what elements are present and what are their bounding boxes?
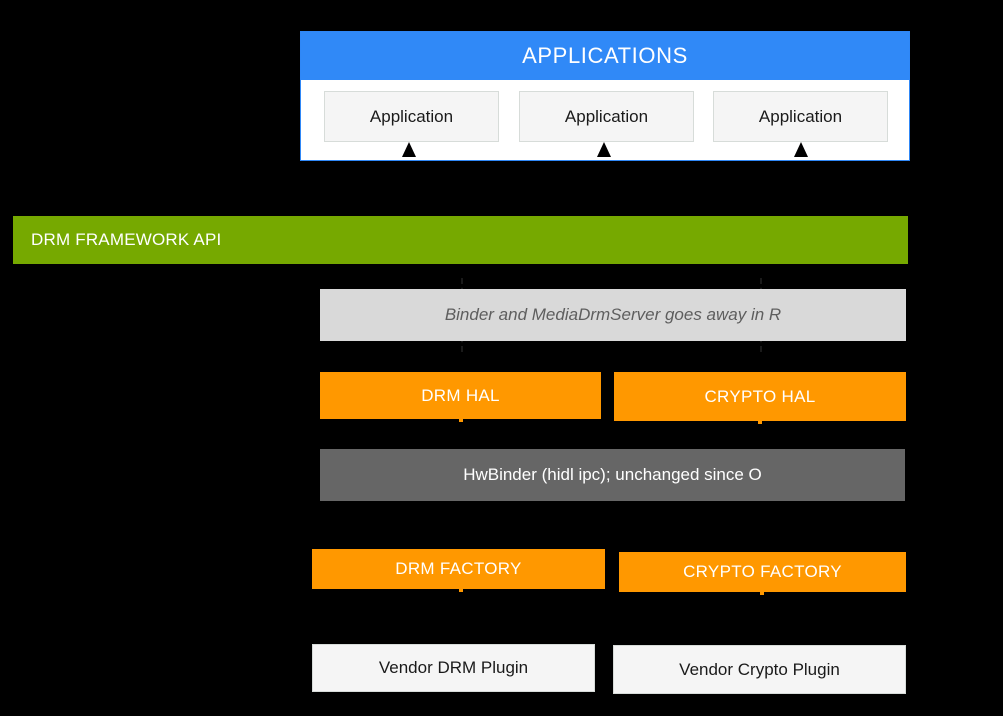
drm-factory-box[interactable]: DRM FACTORY [312, 549, 605, 589]
crypto-factory-label: CRYPTO FACTORY [683, 562, 842, 581]
crypto-hal-box[interactable]: CRYPTO HAL [614, 372, 906, 421]
arrow-up-icon-3 [794, 142, 808, 157]
application-box-2[interactable]: Application [519, 91, 694, 142]
applications-header: APPLICATIONS [301, 32, 909, 80]
applications-header-label: APPLICATIONS [522, 43, 688, 68]
connector-tick-2 [758, 421, 762, 424]
connector-tick-3 [459, 589, 463, 592]
application-box-3[interactable]: Application [713, 91, 888, 142]
application-box-3-label: Application [758, 106, 843, 126]
application-box-2-label: Application [564, 106, 649, 126]
hwbinder-bar: HwBinder (hidl ipc); unchanged since O [320, 449, 905, 501]
drm-hal-label: DRM HAL [421, 385, 500, 405]
arrow-up-icon-2 [597, 142, 611, 157]
vendor-drm-plugin-box[interactable]: Vendor DRM Plugin [312, 644, 595, 692]
drm-framework-api-label: DRM FRAMEWORK API [31, 230, 222, 249]
arrow-up-icon-1 [402, 142, 416, 157]
drm-hal-box[interactable]: DRM HAL [320, 372, 601, 419]
drm-factory-label: DRM FACTORY [395, 559, 522, 578]
applications-panel: APPLICATIONS Application Application App… [300, 31, 910, 161]
binder-note-label: Binder and MediaDrmServer goes away in R [444, 305, 782, 324]
application-box-1-label: Application [369, 106, 454, 126]
hwbinder-label: HwBinder (hidl ipc); unchanged since O [463, 465, 762, 484]
drm-framework-api-bar: DRM FRAMEWORK API [13, 216, 908, 264]
connector-tick-1 [459, 419, 463, 422]
vendor-crypto-plugin-label: Vendor Crypto Plugin [679, 659, 840, 679]
crypto-factory-box[interactable]: CRYPTO FACTORY [619, 552, 906, 592]
connector-tick-4 [760, 592, 764, 595]
binder-note-band: Binder and MediaDrmServer goes away in R [320, 289, 906, 341]
vendor-drm-plugin-label: Vendor DRM Plugin [378, 658, 529, 677]
application-box-1[interactable]: Application [324, 91, 499, 142]
vendor-crypto-plugin-box[interactable]: Vendor Crypto Plugin [613, 645, 906, 694]
crypto-hal-label: CRYPTO HAL [704, 386, 816, 406]
